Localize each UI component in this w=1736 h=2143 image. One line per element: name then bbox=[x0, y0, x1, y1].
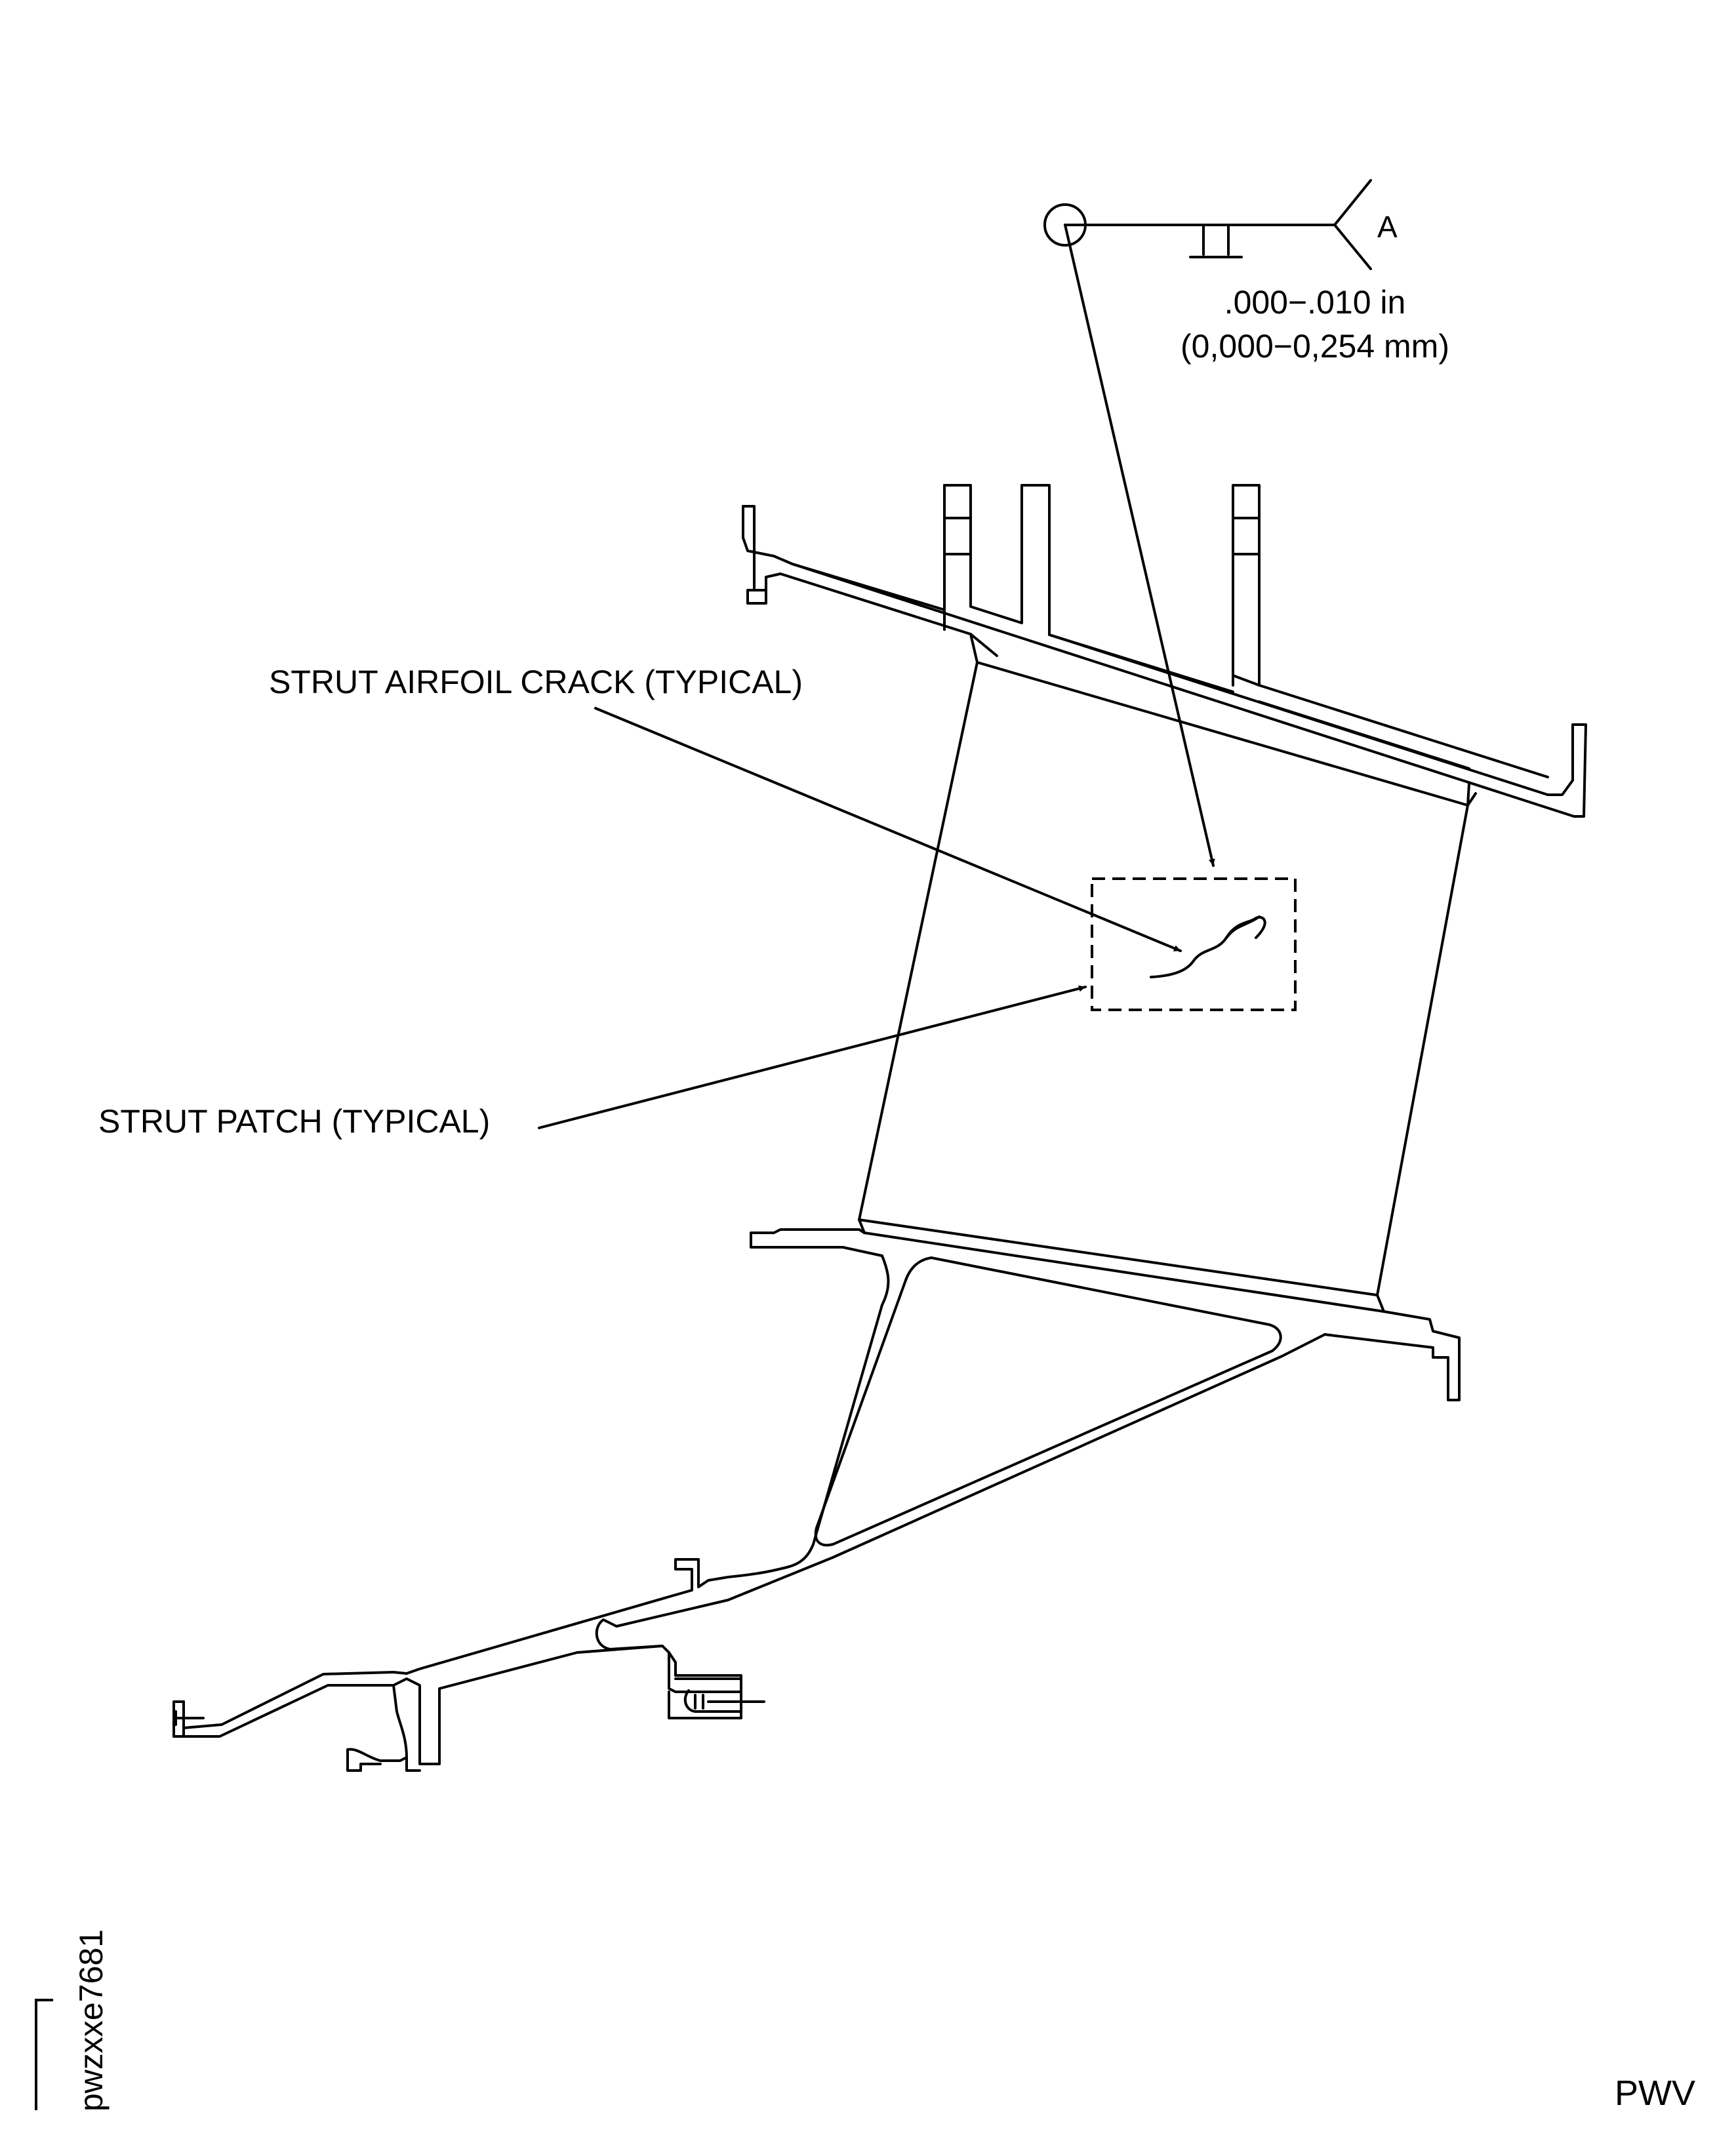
strut-patch bbox=[1091, 877, 1297, 1011]
figure-id-text: pwzxxe7681 bbox=[73, 1929, 110, 2112]
figure-id-bracket bbox=[35, 1999, 37, 2110]
tolerance-metric: (0,000−0,254 mm) bbox=[1181, 328, 1449, 365]
crack-leader-arrow bbox=[594, 707, 1182, 952]
patch-label: STRUT PATCH (TYPICAL) bbox=[98, 1103, 490, 1140]
corner-code: PWV bbox=[1614, 2073, 1695, 2113]
finish-pointer-arrow bbox=[1064, 224, 1215, 867]
finish-fork-upper bbox=[1333, 179, 1372, 226]
crack-label: STRUT AIRFOIL CRACK (TYPICAL) bbox=[269, 664, 803, 700]
tolerance-imperial: .000−.010 in bbox=[1224, 284, 1406, 321]
lower-flange bbox=[172, 1558, 788, 1772]
finish-fork-lower bbox=[1333, 224, 1372, 270]
inner-case bbox=[595, 1218, 1461, 1651]
strut-crack bbox=[1150, 915, 1266, 978]
figure-id-bracket-tick bbox=[35, 1999, 53, 2001]
flatness-symbol bbox=[1189, 224, 1243, 258]
strut-airfoil bbox=[858, 633, 1477, 1313]
finish-symbol: A .000−.010 in (0,000−0,254 mm) bbox=[1043, 179, 1449, 867]
outer-case bbox=[742, 484, 1587, 818]
datum-letter: A bbox=[1377, 210, 1398, 244]
patch-leader-arrow bbox=[538, 985, 1087, 1129]
figure-id: pwzxxe7681 bbox=[33, 1915, 110, 2112]
